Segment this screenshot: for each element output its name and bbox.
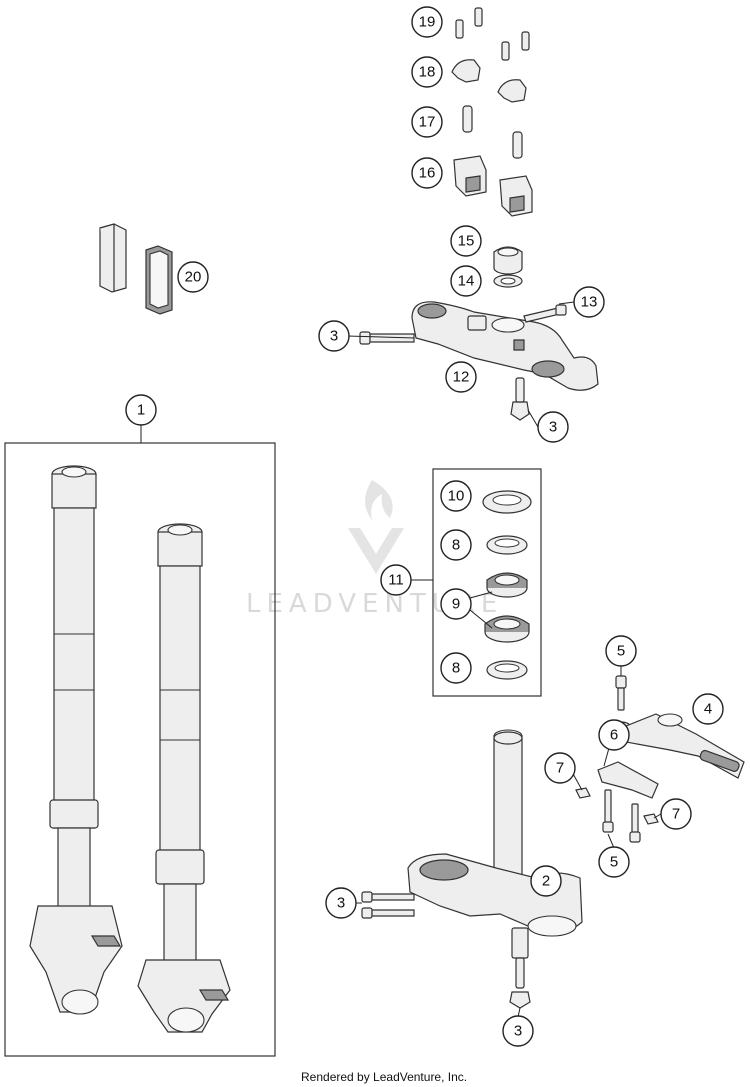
svg-text:15: 15: [458, 233, 475, 250]
svg-text:8: 8: [452, 537, 460, 554]
svg-text:17: 17: [419, 114, 436, 131]
part-9-bearings: [484, 572, 530, 643]
svg-text:11: 11: [388, 572, 404, 589]
part-3-bolts-lower-clamp: [361, 891, 415, 919]
callout-8-upper: 8: [440, 529, 472, 561]
part-2-lower-triple-clamp: [407, 729, 583, 959]
part-5-bolts-lower: [602, 789, 641, 843]
callout-12: 12: [445, 361, 477, 393]
svg-text:1: 1: [137, 402, 145, 419]
callout-3-lower-left: 3: [325, 887, 357, 919]
callout-13: 13: [573, 286, 605, 318]
part-15-nut: [493, 246, 523, 275]
part-12-upper-triple-clamp: [411, 301, 599, 391]
svg-text:2: 2: [542, 873, 550, 890]
part-13-screw: [523, 304, 567, 323]
part-17-bolts: [462, 105, 523, 159]
svg-text:3: 3: [549, 419, 557, 436]
svg-text:16: 16: [419, 165, 436, 182]
part-3-nut-upper: [510, 377, 530, 421]
fork-assembly-frame: [4, 442, 276, 1057]
callout-3-lower-bottom: 3: [502, 1015, 534, 1047]
callout-14: 14: [450, 265, 482, 297]
callout-18: 18: [411, 56, 443, 88]
svg-text:7: 7: [672, 806, 680, 823]
callout-20: 20: [177, 261, 209, 293]
callout-19: 19: [411, 6, 443, 38]
callout-1: 1: [125, 394, 157, 426]
part-7-nuts: [575, 787, 659, 825]
part-10-seal: [482, 490, 532, 514]
leader-lines: [140, 301, 662, 1018]
part-8-ring-lower: [486, 660, 528, 680]
part-1-fork-leg-right: [137, 523, 231, 1033]
svg-text:14: 14: [458, 273, 475, 290]
svg-text:20: 20: [185, 269, 202, 286]
part-18-clamps: [451, 59, 527, 103]
callout-17: 17: [411, 106, 443, 138]
part-3-bolt-upper: [359, 331, 415, 345]
part-4-steering-damper: [615, 713, 745, 779]
part-14-washer: [493, 274, 523, 288]
svg-text:9: 9: [452, 596, 460, 613]
svg-text:3: 3: [514, 1023, 522, 1040]
svg-text:5: 5: [617, 643, 625, 660]
svg-text:5: 5: [610, 854, 618, 871]
bearing-set-frame: [432, 468, 542, 697]
part-6-bracket: [597, 761, 659, 799]
callout-10: 10: [440, 480, 472, 512]
svg-text:7: 7: [556, 760, 564, 777]
callout-6: 6: [598, 719, 630, 751]
callout-7-left: 7: [544, 752, 576, 784]
callout-2: 2: [530, 865, 562, 897]
callout-11: 11: [380, 564, 412, 596]
svg-text:13: 13: [581, 294, 598, 311]
callout-15: 15: [450, 225, 482, 257]
part-20-pads: [99, 223, 173, 315]
svg-text:12: 12: [453, 369, 470, 386]
callout-7-right: 7: [660, 798, 692, 830]
svg-text:3: 3: [337, 895, 345, 912]
callout-3-upper-bottom: 3: [537, 411, 569, 443]
part-19-bolts: [455, 7, 530, 61]
callout-3-upper-left: 3: [318, 320, 350, 352]
svg-text:19: 19: [419, 14, 436, 31]
callout-9: 9: [440, 588, 472, 620]
part-16-risers: [453, 155, 533, 217]
svg-text:3: 3: [330, 328, 338, 345]
callout-4: 4: [692, 693, 724, 725]
svg-text:8: 8: [452, 660, 460, 677]
part-8-ring-upper: [486, 535, 528, 555]
callout-5-lower: 5: [598, 846, 630, 878]
callout-8-lower: 8: [440, 652, 472, 684]
svg-text:18: 18: [419, 64, 436, 81]
svg-text:6: 6: [610, 727, 618, 744]
svg-text:4: 4: [704, 701, 712, 718]
callout-16: 16: [411, 157, 443, 189]
part-1-fork-leg-left: [29, 465, 123, 1015]
part-3-nut-lower-clamp: [509, 957, 531, 1009]
svg-text:10: 10: [448, 488, 465, 505]
render-credit: Rendered by LeadVenture, Inc.: [301, 1070, 467, 1084]
callout-5-upper: 5: [605, 635, 637, 667]
